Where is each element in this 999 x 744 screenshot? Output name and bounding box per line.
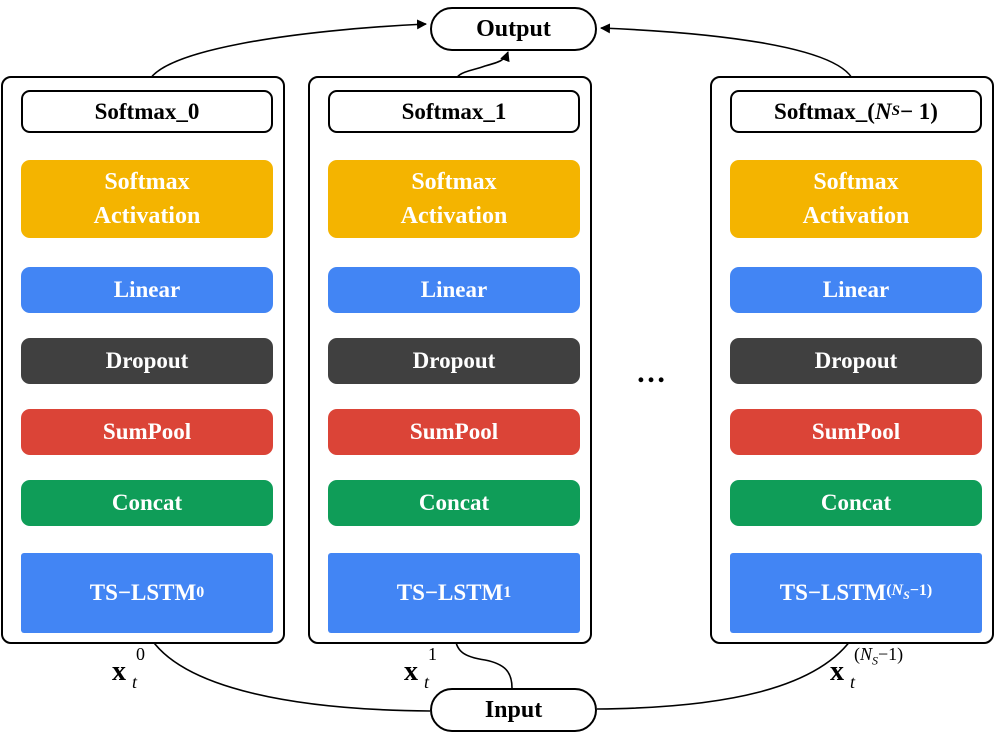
sumpool-block: SumPool	[328, 409, 580, 455]
linear-block: Linear	[21, 267, 273, 313]
concat-block: Concat	[730, 480, 982, 526]
arrow-input-to-x1	[450, 633, 513, 689]
sumpool-block: SumPool	[730, 409, 982, 455]
activation-line-2: Activation	[400, 203, 508, 229]
linear-label: Linear	[113, 277, 181, 302]
ts-lstm-sub-varsub: S	[903, 588, 910, 603]
linear-block: Linear	[730, 267, 982, 313]
softmax-output-0: Softmax_0	[21, 90, 273, 133]
output-node: Output	[430, 7, 597, 51]
ts-lstm-subscript: 0	[196, 584, 205, 601]
softmax-output-label: Softmax_0	[94, 98, 200, 124]
sumpool-label: SumPool	[102, 419, 192, 444]
x-superscript: 1	[428, 644, 437, 664]
softmax-label-prefix: Softmax_(	[774, 98, 875, 124]
ts-lstm-label: TS−LSTM	[779, 580, 887, 605]
x-sup-prefix: (	[854, 644, 860, 664]
x-var: x	[112, 656, 126, 687]
sumpool-label: SumPool	[811, 419, 901, 444]
softmax-label-var: N	[874, 98, 892, 124]
x-sup-var: N	[860, 644, 873, 664]
concat-label: Concat	[418, 490, 490, 515]
sumpool-label: SumPool	[409, 419, 499, 444]
concat-block: Concat	[21, 480, 273, 526]
ts-lstm-block: TS−LSTM(NS−1)	[730, 553, 982, 633]
softmax-label-suffix: − 1)	[899, 98, 938, 124]
ts-lstm-label: TS−LSTM	[89, 580, 197, 605]
x-superscript: (NS−1)	[854, 644, 903, 669]
ellipsis: …	[636, 356, 667, 389]
linear-label: Linear	[822, 277, 890, 302]
arrow-input-to-x2	[596, 633, 856, 710]
branch-column-0: Softmax_0 Softmax Activation Linear Drop…	[1, 76, 285, 644]
input-label: Input	[484, 696, 543, 723]
output-label: Output	[476, 15, 551, 42]
x-var: x	[830, 656, 844, 687]
arrow-softmax0-to-output	[146, 19, 427, 89]
input-x1-label: x 1 t	[404, 644, 437, 692]
ts-lstm-label: TS−LSTM	[396, 580, 504, 605]
dropout-block: Dropout	[21, 338, 273, 384]
ts-lstm-sub-prefix: (	[886, 582, 892, 600]
x-sup-varsub: S	[872, 653, 879, 668]
concat-label: Concat	[111, 490, 183, 515]
concat-block: Concat	[328, 480, 580, 526]
dropout-label: Dropout	[814, 348, 898, 373]
input-xlast-label: x (NS−1) t	[830, 644, 903, 692]
ts-lstm-subscript: 1	[503, 584, 512, 601]
branch-column-1: Softmax_1 Softmax Activation Linear Drop…	[308, 76, 592, 644]
x-time-subscript: t	[132, 672, 138, 692]
linear-label: Linear	[420, 277, 488, 302]
dropout-label: Dropout	[105, 348, 189, 373]
arrow-softmax2-to-output	[600, 23, 856, 89]
ts-lstm-sub-var: N	[891, 582, 904, 600]
concat-label: Concat	[820, 490, 892, 515]
ts-lstm-subscript: (NS−1)	[886, 582, 932, 603]
softmax-activation-block: Softmax Activation	[328, 160, 580, 238]
softmax-activation-block: Softmax Activation	[21, 160, 273, 238]
linear-block: Linear	[328, 267, 580, 313]
x-time-subscript: t	[424, 672, 430, 692]
softmax-label-varsub: S	[891, 103, 900, 119]
x-var: x	[404, 656, 418, 687]
activation-line-2: Activation	[93, 203, 201, 229]
softmax-activation-block: Softmax Activation	[730, 160, 982, 238]
x-sup-suffix: −1)	[878, 644, 904, 664]
arrow-input-to-x0	[147, 633, 431, 712]
activation-line-2: Activation	[802, 203, 910, 229]
activation-line-1: Softmax	[104, 169, 190, 195]
dropout-block: Dropout	[730, 338, 982, 384]
dropout-block: Dropout	[328, 338, 580, 384]
sumpool-block: SumPool	[21, 409, 273, 455]
input-arrows	[147, 633, 856, 712]
dropout-label: Dropout	[412, 348, 496, 373]
x-time-subscript: t	[850, 672, 856, 692]
softmax-output-1: Softmax_1	[328, 90, 580, 133]
ts-lstm-sub-suffix: −1)	[909, 582, 933, 600]
input-node: Input	[430, 688, 597, 732]
softmax-output-label: Softmax_1	[401, 98, 507, 124]
activation-line-1: Softmax	[411, 169, 497, 195]
activation-line-1: Softmax	[813, 169, 899, 195]
input-x0-label: x 0 t	[112, 644, 145, 692]
x-superscript: 0	[136, 644, 145, 664]
